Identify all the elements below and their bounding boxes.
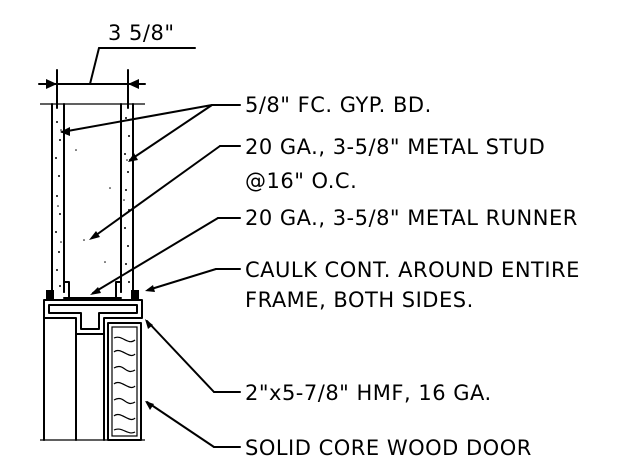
leader-caulk-arrow [145,285,155,292]
leader-door-arrow [145,401,154,410]
leader-runner-arrow [90,287,101,295]
leader-hmf [146,320,215,393]
callout-caulk-line1: CAULK CONT. AROUND ENTIRE [245,258,580,282]
callout-gyp-board: 5/8" FC. GYP. BD. [245,93,432,117]
callout-caulk-line2: FRAME, BOTH SIDES. [245,288,474,312]
runner-right-leg [115,281,122,299]
callout-wood-door: SOLID CORE WOOD DOOR [245,436,532,460]
dimension-leader [89,47,100,85]
caulk-bead-right [131,290,139,300]
leader-gyp-right [129,104,213,161]
leader-hmf-arrow [145,319,153,329]
callout-metal-runner: 20 GA., 3-5/8" METAL RUNNER [245,206,578,230]
caulk-bead-left [46,290,54,300]
leader-door [146,401,215,448]
callout-stud-spacing: @16" O.C. [245,169,357,193]
leader-gyp-left-arrow [60,127,70,136]
dimension-arrow-right [128,79,139,89]
gyp-hatch-right [123,117,130,283]
frame-head-inner [48,304,138,330]
gyp-hatch-left [55,121,62,287]
leader-caulk [147,268,217,291]
callout-hollow-metal-frame: 2"x5-7/8" HMF, 16 GA. [245,381,492,405]
runner-left-leg [63,281,70,299]
wall-assembly [40,103,145,299]
leader-runner [92,217,219,294]
leader-stud [91,145,221,239]
door-core [111,326,138,437]
dimension-label: 3 5/8" [108,21,175,45]
caulk-beads [46,290,139,300]
stud-cavity-hatch [75,149,111,263]
leader-gyp-left [61,104,213,133]
wood-grain-hatch [113,336,136,434]
callout-metal-stud: 20 GA., 3-5/8" METAL STUD [245,135,545,159]
leaders [60,104,241,448]
leader-stud-arrow [89,231,100,240]
dimension-group: 3 5/8" [38,21,196,109]
door-edge [107,322,142,441]
wood-door [107,322,142,441]
callout-labels: 5/8" FC. GYP. BD. 20 GA., 3-5/8" METAL S… [245,93,580,460]
dimension-arrow-left [46,79,57,89]
leader-gyp-right-arrow [128,153,138,162]
